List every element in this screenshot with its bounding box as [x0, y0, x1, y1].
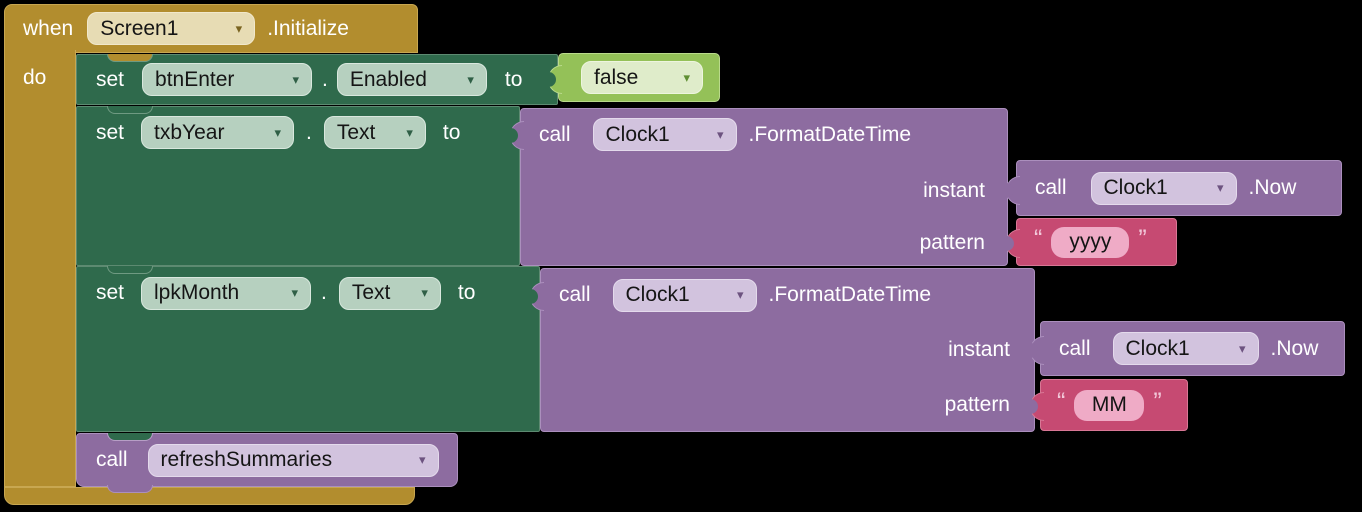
pattern-param-label: pattern	[919, 231, 985, 254]
to-label: to	[442, 120, 461, 144]
mm-text-field[interactable]: MM	[1074, 389, 1145, 421]
to-label: to	[504, 67, 523, 91]
dot-label: .	[322, 67, 328, 91]
stack-notch	[107, 106, 153, 114]
clock-now-year-block[interactable]: call Clock1 ▾ .Now	[1006, 160, 1342, 216]
dot-label: .	[306, 120, 312, 144]
clock1-component-dropdown[interactable]: Clock1 ▾	[612, 278, 757, 312]
call-label: call	[539, 122, 571, 146]
txbyear-component-dropdown[interactable]: txbYear ▾	[141, 116, 295, 149]
dropdown-arrow-icon: ▾	[274, 124, 282, 140]
component-name: lpkMonth	[154, 281, 240, 304]
connector-tab	[1006, 229, 1020, 258]
string-yyyy-block[interactable]: “ yyyy ”	[1006, 218, 1177, 266]
text-property-dropdown[interactable]: Text ▾	[338, 276, 441, 310]
text-property-dropdown[interactable]: Text ▾	[323, 116, 426, 149]
dropdown-arrow-icon: ▾	[421, 285, 428, 300]
method-name-label: .Now	[1248, 176, 1297, 199]
call-label: call	[559, 283, 591, 306]
open-quote: “	[1034, 225, 1043, 253]
set-label: set	[96, 120, 125, 144]
dropdown-arrow-icon: ▾	[1216, 180, 1224, 195]
property-name: Text	[351, 281, 391, 304]
dropdown-arrow-icon: ▾	[467, 71, 474, 87]
event-block-footer[interactable]	[4, 487, 415, 505]
instant-param-label: instant	[948, 338, 1010, 361]
event-component-name: Screen1	[100, 16, 179, 40]
set-txbyear-text-block[interactable]: set txbYear ▾ . Text ▾ to	[76, 106, 520, 266]
dropdown-arrow-icon: ▾	[291, 285, 299, 300]
component-name: Clock1	[1103, 176, 1168, 199]
false-value-dropdown[interactable]: false ▾	[581, 61, 703, 94]
btnenter-component-dropdown[interactable]: btnEnter ▾	[142, 63, 313, 96]
component-name: Clock1	[1125, 336, 1190, 360]
set-label: set	[96, 281, 125, 304]
instant-param-row: instant	[948, 323, 1010, 377]
component-name: Clock1	[625, 283, 690, 306]
lpkmonth-component-dropdown[interactable]: lpkMonth ▾	[141, 276, 312, 310]
clock-now-month-block[interactable]: call Clock1 ▾ .Now	[1030, 321, 1345, 376]
clock1-component-dropdown[interactable]: Clock1 ▾	[1090, 171, 1237, 205]
procedure-name: refreshSummaries	[160, 448, 333, 471]
enabled-property-dropdown[interactable]: Enabled ▾	[336, 63, 487, 96]
method-name-label: .Now	[1270, 336, 1319, 360]
dropdown-arrow-icon: ▾	[292, 71, 300, 87]
string-mm-block[interactable]: “ MM ”	[1030, 379, 1188, 431]
dropdown-arrow-icon: ▾	[736, 287, 744, 302]
instant-param-label: instant	[923, 179, 985, 202]
pattern-param-row: pattern	[920, 219, 985, 267]
component-name: btnEnter	[155, 67, 235, 91]
dropdown-arrow-icon: ▾	[235, 20, 243, 36]
when-label: when	[23, 16, 74, 40]
component-name: Clock1	[605, 122, 670, 146]
call-label: call	[96, 448, 128, 471]
false-value: false	[594, 65, 639, 89]
open-quote: “	[1057, 388, 1066, 416]
yyyy-text-field[interactable]: yyyy	[1051, 226, 1130, 258]
stack-notch	[107, 54, 153, 62]
dropdown-arrow-icon: ▾	[716, 126, 724, 142]
property-name: Enabled	[349, 67, 427, 91]
event-block-header[interactable]: when Screen1 ▾ .Initialize	[4, 4, 418, 53]
formatdatetime-year-block[interactable]: call Clock1 ▾ .FormatDateTime instant pa…	[510, 108, 1008, 267]
dropdown-arrow-icon: ▾	[1238, 340, 1246, 356]
call-refreshsummaries-block[interactable]: call refreshSummaries ▾	[76, 433, 458, 493]
pattern-text: yyyy	[1069, 230, 1112, 253]
pattern-text: MM	[1091, 393, 1127, 416]
event-component-dropdown[interactable]: Screen1 ▾	[87, 12, 256, 45]
event-name-label: .Initialize	[267, 16, 349, 40]
formatdatetime-month-block[interactable]: call Clock1 ▾ .FormatDateTime instant pa…	[530, 268, 1035, 432]
instant-param-row: instant	[923, 164, 985, 218]
clock1-component-dropdown[interactable]: Clock1 ▾	[592, 118, 737, 151]
connector-tab	[1006, 176, 1020, 205]
dropdown-arrow-icon: ▾	[683, 69, 690, 85]
stack-notch	[107, 433, 153, 441]
call-label: call	[1035, 176, 1067, 199]
set-btnenter-enabled-block[interactable]: set btnEnter ▾ . Enabled ▾ to	[76, 54, 558, 105]
close-quote: ”	[1153, 388, 1162, 416]
set-lpkmonth-text-block[interactable]: set lpkMonth ▾ . Text ▾ to	[76, 266, 540, 432]
procedure-dropdown[interactable]: refreshSummaries ▾	[147, 443, 439, 477]
call-label: call	[1059, 336, 1091, 360]
close-quote: ”	[1138, 225, 1147, 253]
event-block-spine[interactable]: do	[4, 50, 76, 487]
method-name-label: .FormatDateTime	[748, 122, 912, 146]
method-name-label: .FormatDateTime	[768, 283, 932, 306]
pattern-param-row: pattern	[945, 379, 1010, 431]
component-name: txbYear	[154, 120, 225, 144]
stack-bump	[107, 485, 153, 493]
false-logic-block[interactable]: false ▾	[548, 53, 720, 102]
property-name: Text	[336, 120, 376, 144]
dropdown-arrow-icon: ▾	[406, 124, 413, 140]
dot-label: .	[321, 281, 327, 304]
do-label: do	[23, 66, 47, 89]
set-label: set	[96, 67, 125, 91]
to-label: to	[457, 281, 476, 304]
stack-notch	[107, 266, 153, 274]
pattern-param-label: pattern	[944, 393, 1010, 416]
dropdown-arrow-icon: ▾	[418, 452, 426, 467]
clock1-component-dropdown[interactable]: Clock1 ▾	[1112, 332, 1259, 365]
